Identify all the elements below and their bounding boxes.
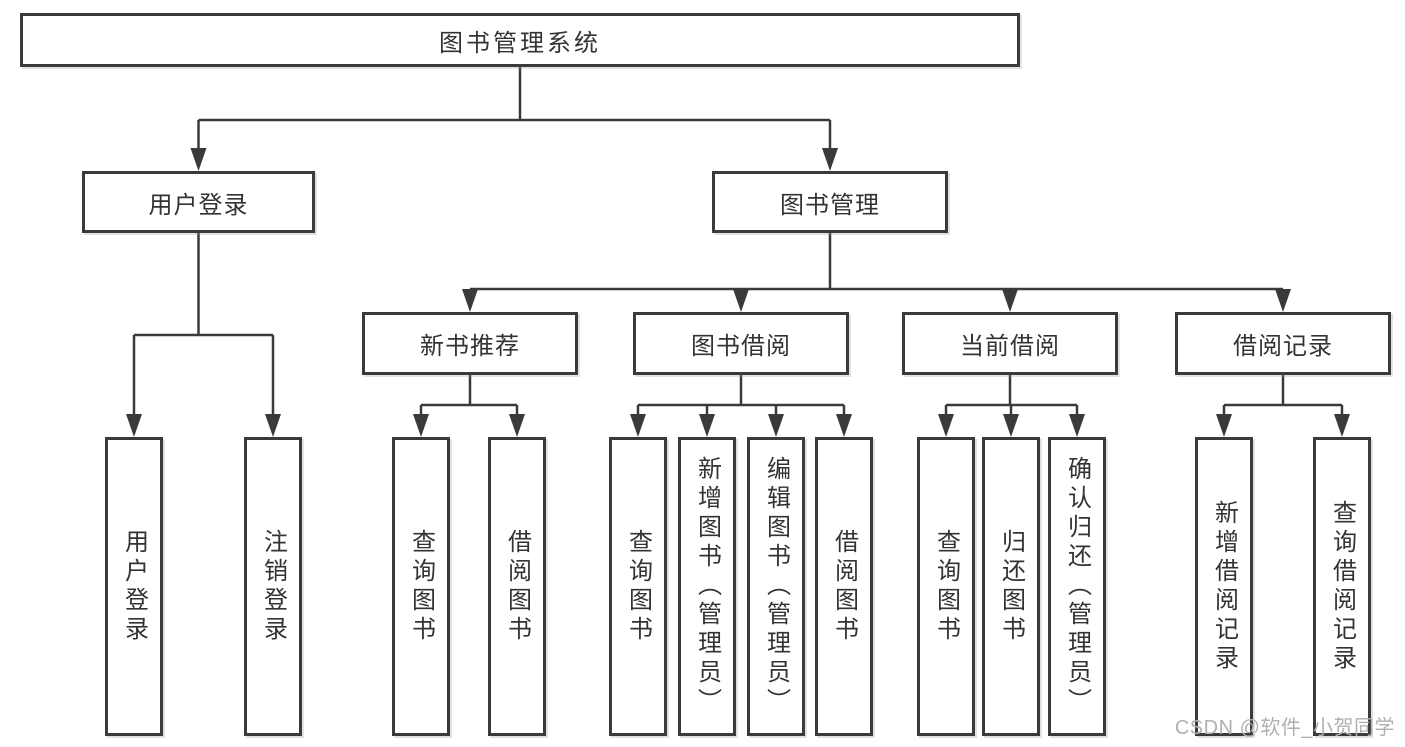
connector-book-borrowing <box>636 375 846 416</box>
connector-current-borrowing <box>944 375 1079 416</box>
leaf-logout: 注销登录 <box>244 437 302 736</box>
leaf-query-borrow-record: 查询借阅记录 <box>1313 437 1371 736</box>
leaf-label: 查询图书 <box>407 528 435 645</box>
arrowhead-icon <box>1216 414 1232 437</box>
arrowhead-icon <box>1334 414 1350 437</box>
leaf-label: 新增借阅记录 <box>1210 499 1238 674</box>
arrowhead-icon <box>413 414 429 437</box>
arrowhead-icon <box>836 414 852 437</box>
connector-user-login <box>132 233 275 416</box>
arrowhead-icon <box>190 148 207 171</box>
leaf-label: 查询借阅记录 <box>1328 499 1356 674</box>
leaf-label: 用户登录 <box>120 528 148 645</box>
leaf-label: 编辑图书（管理员） <box>762 456 790 717</box>
arrowhead-icon <box>1275 289 1291 312</box>
arrowhead-icon <box>1069 414 1085 437</box>
leaf-query-book-recommend: 查询图书 <box>392 437 450 736</box>
leaf-label: 借阅图书 <box>830 528 858 645</box>
arrowhead-icon <box>822 148 838 171</box>
node-borrowing-records: 借阅记录 <box>1175 312 1391 375</box>
leaf-label: 确认归还（管理员） <box>1063 456 1091 717</box>
leaf-label: 查询图书 <box>624 528 652 645</box>
arrowhead-icon <box>265 414 281 437</box>
connector-new-book <box>419 375 519 416</box>
connector-book-management <box>468 233 1285 295</box>
leaf-label: 归还图书 <box>997 528 1025 645</box>
leaf-add-book-admin: 新增图书（管理员） <box>678 437 736 736</box>
leaf-query-book-borrow: 查询图书 <box>609 437 667 736</box>
arrowhead-icon <box>768 414 784 437</box>
arrowhead-icon <box>462 289 478 312</box>
node-new-book-recommendation: 新书推荐 <box>362 312 578 375</box>
leaf-add-borrow-record: 新增借阅记录 <box>1195 437 1253 736</box>
connector-borrowing-records <box>1222 375 1344 416</box>
arrowhead-icon <box>509 414 525 437</box>
leaf-label: 新增图书（管理员） <box>693 456 721 717</box>
arrowhead-icon <box>1002 289 1018 312</box>
csdn-watermark: CSDN @软件_小贺同学 <box>1174 717 1395 739</box>
leaf-confirm-return-admin: 确认归还（管理员） <box>1048 437 1106 736</box>
node-book-management: 图书管理 <box>712 171 948 233</box>
arrowhead-icon <box>733 289 749 312</box>
node-user-login: 用户登录 <box>82 171 315 233</box>
leaf-query-book-current: 查询图书 <box>917 437 975 736</box>
connector-root <box>197 67 832 150</box>
leaf-edit-book-admin: 编辑图书（管理员） <box>747 437 805 736</box>
arrowhead-icon <box>126 414 142 437</box>
node-current-borrowing: 当前借阅 <box>902 312 1118 375</box>
arrowhead-icon <box>630 414 646 437</box>
leaf-label: 借阅图书 <box>503 528 531 645</box>
leaf-borrow-book-recommend: 借阅图书 <box>488 437 546 736</box>
arrowhead-icon <box>699 414 715 437</box>
leaf-label: 查询图书 <box>932 528 960 645</box>
node-book-borrowing: 图书借阅 <box>633 312 849 375</box>
node-root-system: 图书管理系统 <box>20 13 1020 67</box>
arrowhead-icon <box>1003 414 1019 437</box>
leaf-user-login: 用户登录 <box>105 437 163 736</box>
leaf-label: 注销登录 <box>259 528 287 645</box>
leaf-borrow-book: 借阅图书 <box>815 437 873 736</box>
arrowhead-icon <box>938 414 954 437</box>
leaf-return-book: 归还图书 <box>982 437 1040 736</box>
